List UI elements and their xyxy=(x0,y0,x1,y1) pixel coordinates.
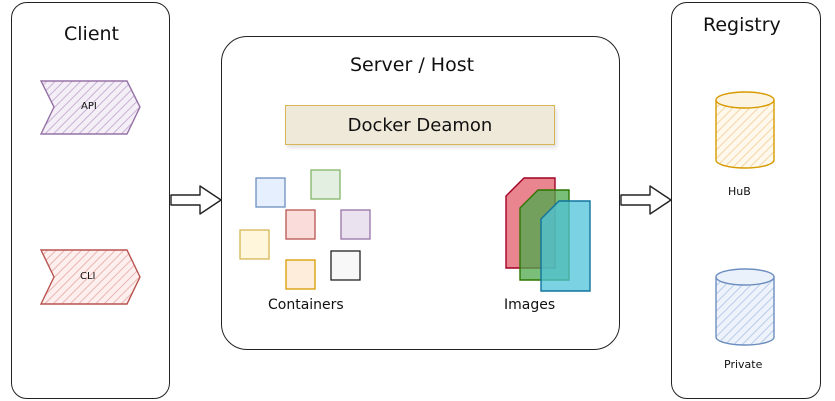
container-square xyxy=(330,250,361,281)
arrow-client-to-server xyxy=(170,185,222,215)
containers-group xyxy=(239,169,371,290)
container-square xyxy=(310,169,341,200)
images-label: Images xyxy=(504,297,556,313)
arrow-server-to-registry xyxy=(620,185,672,215)
container-square xyxy=(340,209,371,240)
hub-label: HuB xyxy=(728,185,751,198)
docker-daemon-box: Docker Deamon xyxy=(285,105,555,145)
docker-daemon-label: Docker Deamon xyxy=(347,114,493,136)
hub-cylinder xyxy=(715,91,775,169)
container-square xyxy=(285,209,316,240)
api-label: API xyxy=(81,101,97,112)
container-square xyxy=(255,177,286,208)
registry-title: Registry xyxy=(703,14,781,36)
cli-label: CLI xyxy=(80,271,96,282)
client-panel xyxy=(11,2,170,399)
private-label: Private xyxy=(724,358,763,371)
cli-step-shape xyxy=(39,249,141,305)
client-title: Client xyxy=(64,23,120,45)
server-title: Server / Host xyxy=(350,54,475,76)
containers-label: Containers xyxy=(268,297,344,313)
container-square xyxy=(285,259,316,290)
images-group xyxy=(505,177,591,292)
image-card xyxy=(540,200,591,292)
api-step-shape xyxy=(39,80,141,135)
private-cylinder xyxy=(715,268,775,346)
container-square xyxy=(239,229,270,260)
